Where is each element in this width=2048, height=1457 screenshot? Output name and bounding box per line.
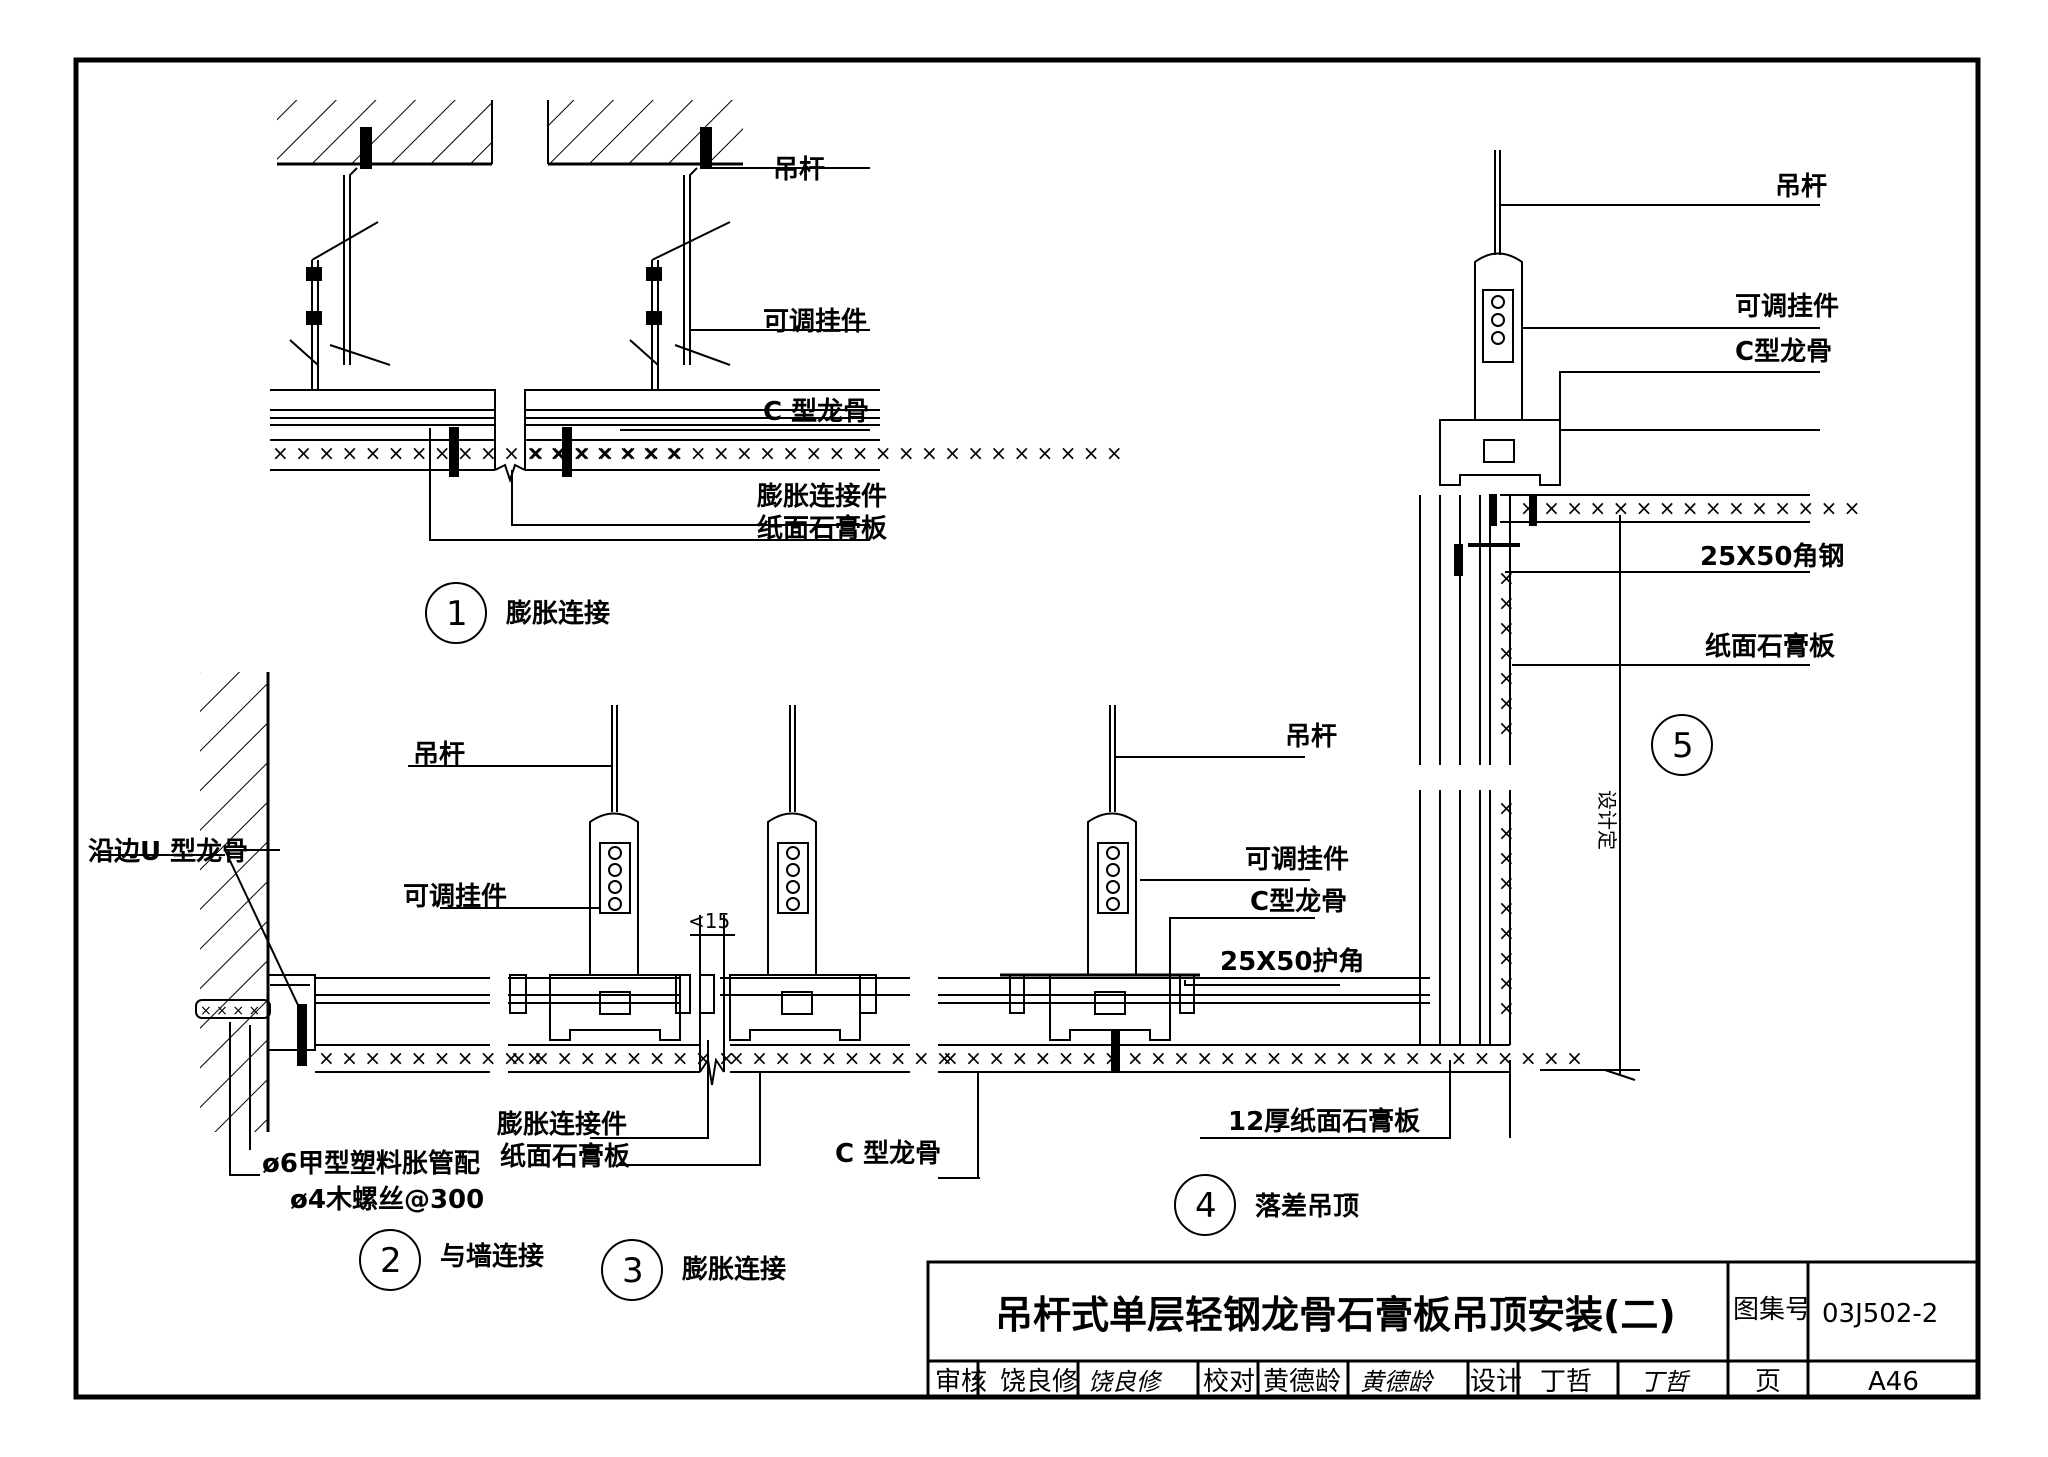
svg-text:× × × × × × × × × × × × × × ×: × × × × × × × × × × × × × × × <box>1520 496 1860 520</box>
svg-text:× × × × × × × × × × × × × × ×: × × × × × × × × × × × × × × × × × × × × … <box>942 1046 1583 1070</box>
review-label: 审核 <box>935 1367 987 1397</box>
svg-text:×: × <box>1498 996 1515 1020</box>
atlas-no-value: 03J502-2 <box>1822 1299 1938 1329</box>
checker-signature: 黄德龄 <box>1360 1368 1435 1396</box>
detail-2-caption: 与墙连接 <box>440 1242 544 1272</box>
design-label: 设计 <box>1470 1367 1522 1397</box>
detail-4-caption: 落差吊顶 <box>1255 1191 1359 1222</box>
d1-board-label: 纸面石膏板 <box>757 513 887 544</box>
detail-1-drawing <box>270 100 880 644</box>
reviewer-signature: 饶良修 <box>1088 1368 1163 1396</box>
detail-2-3-board-hatch: × × × × × × × × × × × × × × × × × × × × … <box>318 1046 953 1070</box>
detail-4-drawing <box>938 705 1511 1236</box>
d2-anchor-label: ø6甲型塑料胀管配 <box>262 1149 480 1179</box>
svg-text:× × × × × × × × × ×: × × × × × × × × × × <box>510 1046 735 1070</box>
svg-text:×: × <box>1498 921 1515 945</box>
check-label: 校对 <box>1203 1367 1255 1397</box>
d4-corner-label: 25X50护角 <box>1220 946 1364 977</box>
d4-hanger-label: 可调挂件 <box>1245 845 1349 875</box>
atlas-no-label: 图集号 <box>1733 1295 1811 1325</box>
svg-text:×: × <box>1498 691 1515 715</box>
svg-text:× × × ×: × × × × <box>200 1003 260 1019</box>
svg-text:×: × <box>1498 666 1515 690</box>
d1-rod-label: 吊杆 <box>773 155 825 185</box>
svg-text:×: × <box>1498 566 1515 590</box>
detail-3-number: 3 <box>622 1251 644 1291</box>
page-label: 页 <box>1755 1367 1781 1397</box>
svg-text:×: × <box>1498 591 1515 615</box>
d4-board-label: 12厚纸面石膏板 <box>1228 1106 1420 1137</box>
svg-text:× × × × × × × × × × × × × × ×: × × × × × × × × × × × × × × × × × × × × … <box>528 441 1123 465</box>
detail-4-number: 4 <box>1195 1186 1217 1226</box>
svg-text:×: × <box>1498 716 1515 740</box>
d3-hanger-label: 可调挂件 <box>403 882 507 912</box>
svg-text:×: × <box>1498 641 1515 665</box>
d5-keel-label: C型龙骨 <box>1735 337 1832 367</box>
detail-2-3-drawing: × × × × <box>95 672 910 1301</box>
designer-name: 丁哲 <box>1540 1367 1592 1397</box>
detail-4-board-hatch: × × × × × × × × × × × × × × × × × × × × … <box>942 1046 1583 1070</box>
detail-3-caption: 膨胀连接 <box>682 1255 786 1285</box>
d1-keel-label: C 型龙骨 <box>763 397 869 427</box>
d3-connector-label: 膨胀连接件 <box>497 1110 627 1140</box>
svg-text:× × × × × × × × × × × × × × ×: × × × × × × × × × × × × × × × × × × <box>272 441 682 465</box>
svg-text:×: × <box>1498 846 1515 870</box>
d5-rod-label: 吊杆 <box>1775 172 1827 202</box>
svg-text:× × × × × × × × × ×: × × × × × × × × × × <box>318 1046 543 1070</box>
detail-1-number: 1 <box>446 594 468 634</box>
svg-text:× × × × × × × × × ×: × × × × × × × × × × <box>728 1046 953 1070</box>
d3-rod-label: 吊杆 <box>413 740 465 770</box>
d3-gap-label: <15 <box>688 909 730 933</box>
d3-board-label: 纸面石膏板 <box>500 1141 630 1172</box>
detail-1-caption: 膨胀连接 <box>506 599 610 629</box>
d4-c-keel-label: C 型龙骨 <box>835 1139 941 1169</box>
d2-screw-label: ø4木螺丝@300 <box>290 1185 484 1215</box>
svg-text:×: × <box>1498 871 1515 895</box>
d2-u-keel-label: 沿边U 型龙骨 <box>88 837 248 867</box>
page-number: A46 <box>1868 1367 1919 1397</box>
svg-text:×: × <box>1498 896 1515 920</box>
reviewer-name: 饶良修 <box>1000 1367 1078 1397</box>
detail-2-number: 2 <box>380 1241 402 1281</box>
detail-5-drawing <box>1419 150 1820 1081</box>
svg-text:×: × <box>1498 946 1515 970</box>
d1-connector-label: 膨胀连接件 <box>757 482 887 512</box>
d5-angle-label: 25X50角钢 <box>1700 541 1844 572</box>
detail-1-board-hatch: × × × × × × × × × × × × × × × × × × × × … <box>272 441 1123 465</box>
d4-keel-label: C型龙骨 <box>1250 887 1347 917</box>
d5-dimension-label: 设计定 <box>1595 790 1619 850</box>
d5-hanger-label: 可调挂件 <box>1735 292 1839 322</box>
d4-rod-label: 吊杆 <box>1285 722 1337 752</box>
svg-text:×: × <box>1498 616 1515 640</box>
d5-board-label: 纸面石膏板 <box>1705 631 1835 662</box>
title-block <box>926 1260 1980 1399</box>
svg-text:×: × <box>1498 796 1515 820</box>
designer-signature: 丁哲 <box>1640 1368 1691 1396</box>
detail-5-board-hatch: × × × × × × × × × × × × × × × ×× ×× ×× ×… <box>1498 496 1860 1020</box>
svg-text:×: × <box>1498 971 1515 995</box>
svg-text:×: × <box>1498 821 1515 845</box>
checker-name: 黄德龄 <box>1263 1367 1341 1397</box>
drawing-title: 吊杆式单层轻钢龙骨石膏板吊顶安装(二) <box>995 1293 1676 1337</box>
detail-5-number: 5 <box>1672 726 1694 766</box>
d1-hanger-label: 可调挂件 <box>763 307 867 337</box>
